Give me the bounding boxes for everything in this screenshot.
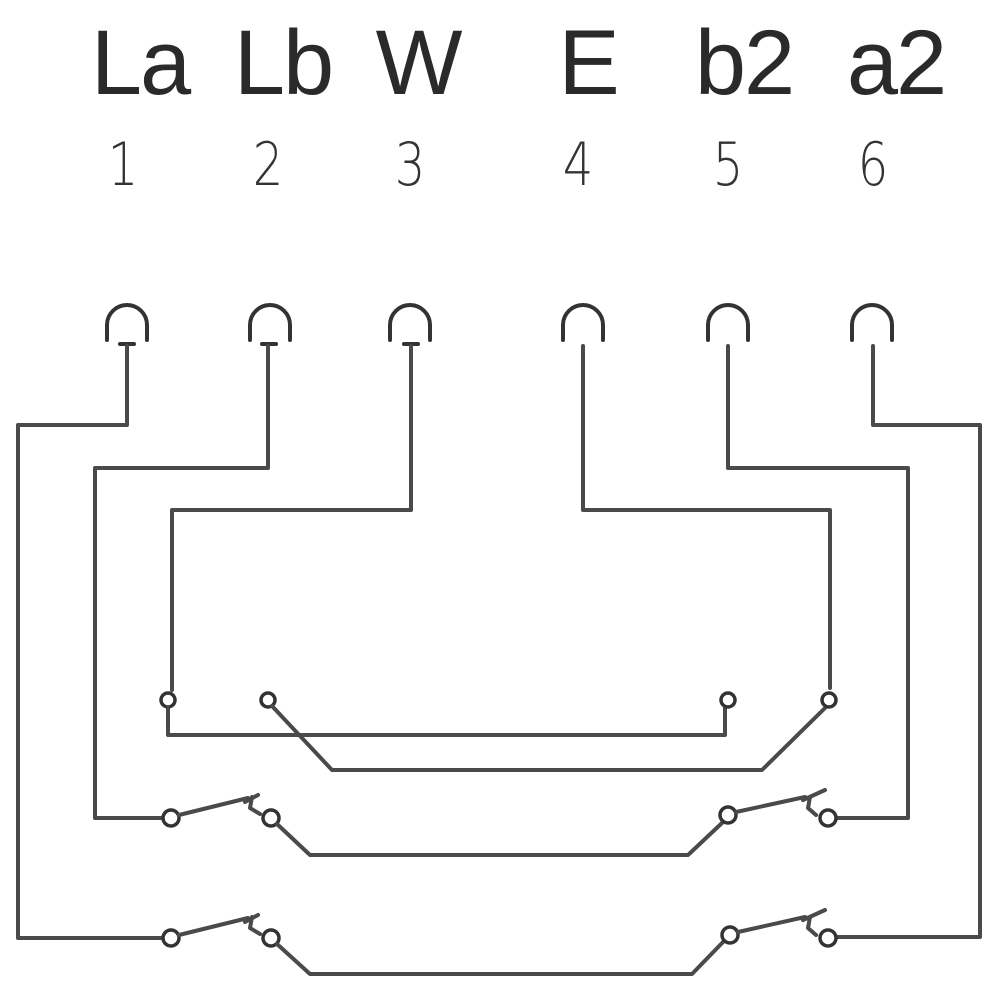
terminal-contact-6 [850, 303, 894, 342]
switch-lower-right-node-b [818, 928, 838, 948]
wire-pin5-b2 [726, 344, 910, 820]
wire-pin1-la [16, 344, 164, 940]
wire-pin6-a2 [836, 344, 982, 939]
switch-upper-right-node-b [818, 808, 838, 828]
terminal-contact-4 [561, 303, 605, 342]
pin-number-5: 5 [712, 130, 744, 200]
terminal-contact-3 [388, 303, 432, 346]
node-e-mid [820, 691, 838, 709]
terminal-contact-2 [248, 303, 292, 346]
signal-label-row: La Lb W E b2 a2 [0, 0, 1000, 120]
switch-upper-left-node-b [261, 808, 281, 828]
switch-lower-right-node-a [720, 925, 740, 945]
switch-lower-left-node-a [161, 928, 181, 948]
node-b-mid [719, 691, 737, 709]
signal-label-la: La [90, 12, 191, 114]
pin-number-2: 2 [252, 130, 284, 200]
wire-pin4-e [581, 344, 832, 690]
middle-crossover [159, 691, 838, 772]
signal-label-a2: a2 [846, 12, 947, 114]
signal-label-b2: b2 [694, 12, 795, 114]
node-lb-mid [259, 691, 277, 709]
signal-label-e: E [558, 12, 619, 114]
switch-lower-left-node-b [261, 928, 281, 948]
pin-number-1: 1 [107, 130, 139, 200]
switch-upper [161, 788, 838, 857]
pin-number-3: 3 [394, 130, 426, 200]
terminal-contact-5 [706, 303, 750, 342]
pin-number-4: 4 [562, 130, 594, 200]
terminal-contact-1 [105, 303, 149, 346]
wire-pin3-w [170, 344, 413, 692]
node-w-mid [159, 691, 177, 709]
wire-pin2-lb [93, 344, 270, 820]
switch-upper-right-node-a [718, 805, 738, 825]
signal-label-w: W [375, 12, 463, 114]
signal-label-lb: Lb [233, 12, 334, 114]
switch-lower [161, 908, 838, 976]
pin-number-6: 6 [857, 130, 889, 200]
switch-upper-left-node-a [161, 808, 181, 828]
